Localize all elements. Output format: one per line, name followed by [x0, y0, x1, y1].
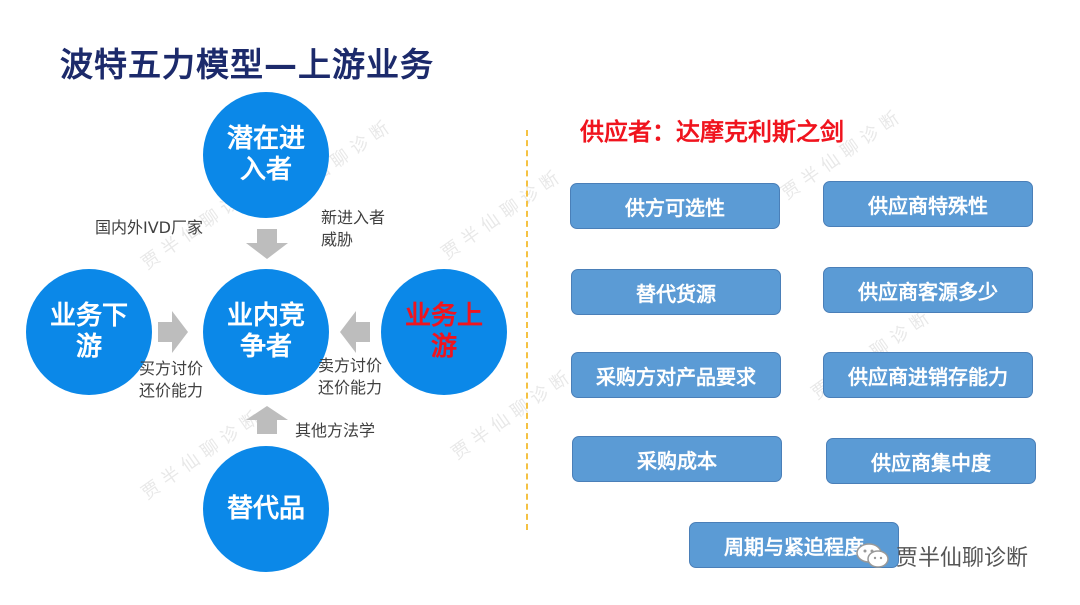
factor-box: 供应商集中度	[826, 438, 1036, 484]
factor-box: 供方可选性	[570, 183, 780, 229]
factor-box: 供应商客源多少	[823, 267, 1033, 313]
label-buyer-power: 买方讨价还价能力	[139, 359, 204, 400]
brand-name: 贾半仙聊诊断	[896, 546, 1029, 571]
force-competitors: 业内竞争者	[203, 269, 329, 395]
supplier-heading: 供应者：达摩克利斯之剑	[580, 118, 844, 146]
label-new-entrant-threat: 新进入者威胁	[321, 208, 386, 249]
factor-box: 供应商特殊性	[823, 181, 1033, 227]
factor-box: 采购方对产品要求	[571, 352, 781, 398]
label-domestic-foreign-ivd: 国内外IVD厂家	[95, 218, 203, 237]
force-upstream: 业务上游	[381, 269, 507, 395]
arrow-down-icon	[246, 229, 288, 259]
arrow-left-icon	[340, 311, 370, 353]
factor-box: 替代货源	[571, 269, 781, 315]
force-substitutes: 替代品	[203, 446, 329, 572]
label-other-methods: 其他方法学	[295, 421, 376, 440]
arrow-right-icon	[158, 311, 188, 353]
factor-box: 供应商进销存能力	[823, 352, 1033, 398]
factor-box: 采购成本	[572, 436, 782, 482]
page-title: 波特五力模型—上游业务	[60, 45, 434, 84]
watermark: 贾半仙聊诊断	[437, 164, 568, 265]
arrow-up-icon	[246, 406, 288, 434]
force-downstream: 业务下游	[26, 269, 152, 395]
divider	[526, 130, 528, 530]
brand-watermark: 贾半仙聊诊断	[856, 540, 1028, 572]
force-potential-entrants: 潜在进入者	[203, 92, 329, 218]
label-seller-power: 卖方讨价还价能力	[318, 356, 383, 397]
wechat-icon	[856, 543, 889, 568]
